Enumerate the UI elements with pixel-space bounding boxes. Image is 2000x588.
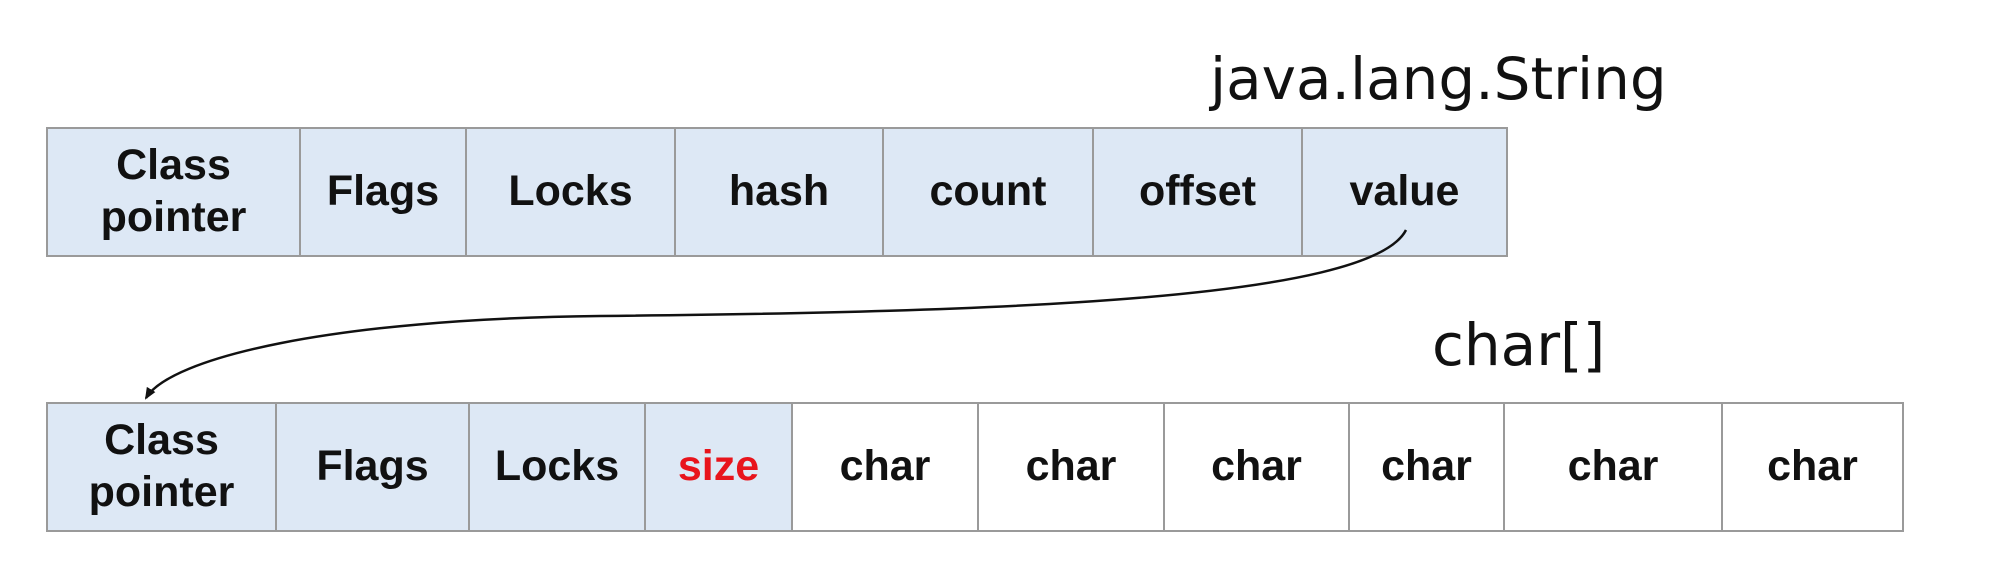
array-field-char: char: [1505, 404, 1723, 530]
string-object-layout: Class pointer Flags Locks hash count off…: [46, 127, 1508, 257]
char-array-label: char[]: [1432, 311, 1606, 379]
array-field-size: size: [646, 404, 793, 530]
string-field-hash: hash: [676, 129, 884, 255]
string-field-offset: offset: [1094, 129, 1303, 255]
string-field-value: value: [1303, 129, 1506, 255]
array-field-char: char: [793, 404, 979, 530]
char-array-layout: Class pointer Flags Locks size char char…: [46, 402, 1904, 532]
string-object-label: java.lang.String: [1210, 45, 1667, 113]
array-field-char: char: [1350, 404, 1505, 530]
string-field-class-pointer: Class pointer: [48, 129, 301, 255]
array-field-locks: Locks: [470, 404, 646, 530]
array-field-char: char: [1723, 404, 1902, 530]
array-field-flags: Flags: [277, 404, 470, 530]
array-field-char: char: [979, 404, 1165, 530]
string-field-flags: Flags: [301, 129, 467, 255]
string-field-count: count: [884, 129, 1094, 255]
array-field-char: char: [1165, 404, 1350, 530]
array-field-class-pointer: Class pointer: [48, 404, 277, 530]
string-field-locks: Locks: [467, 129, 676, 255]
